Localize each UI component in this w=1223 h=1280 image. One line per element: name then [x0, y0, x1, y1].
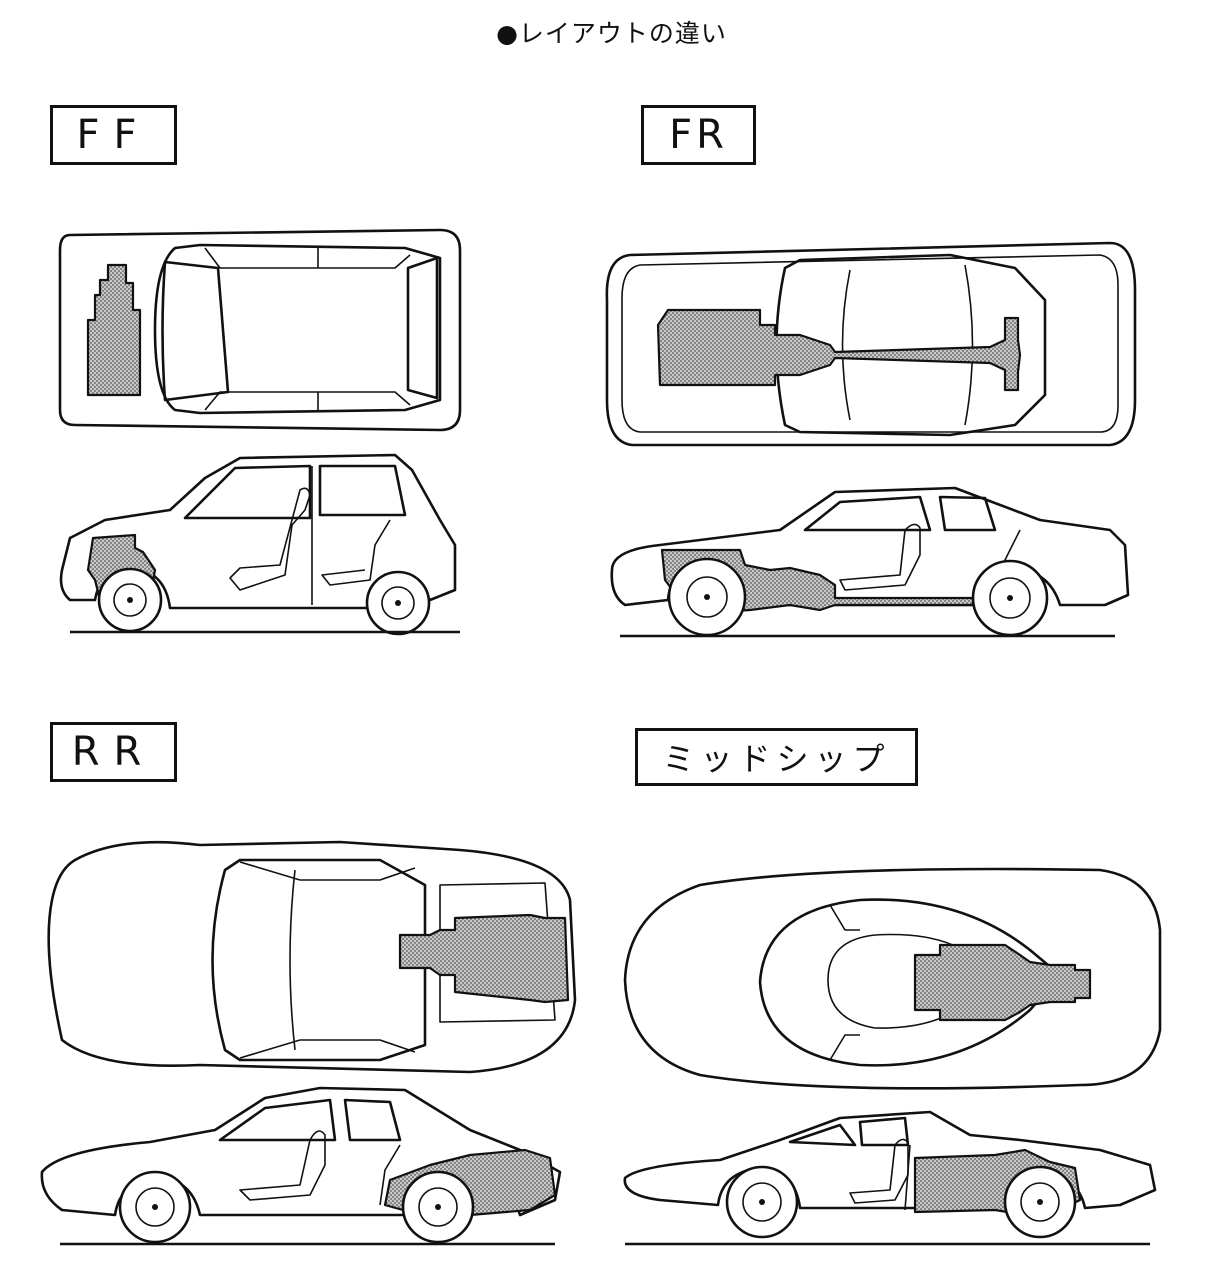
page-title: ●レイアウトの違い [496, 19, 727, 48]
fr-top-view [605, 241, 1137, 447]
label-fr: FR [641, 105, 756, 165]
label-ff: FF [50, 105, 177, 165]
rr-top-view [47, 840, 577, 1074]
label-rr: RR [50, 722, 177, 782]
label-midship: ミッドシップ [635, 728, 918, 786]
rr-side-view [40, 1086, 562, 1246]
midship-side-view [623, 1110, 1157, 1246]
fr-side-view [610, 486, 1130, 638]
ff-top-view [58, 228, 462, 432]
ff-side-view [59, 453, 460, 636]
midship-top-view [623, 867, 1162, 1090]
